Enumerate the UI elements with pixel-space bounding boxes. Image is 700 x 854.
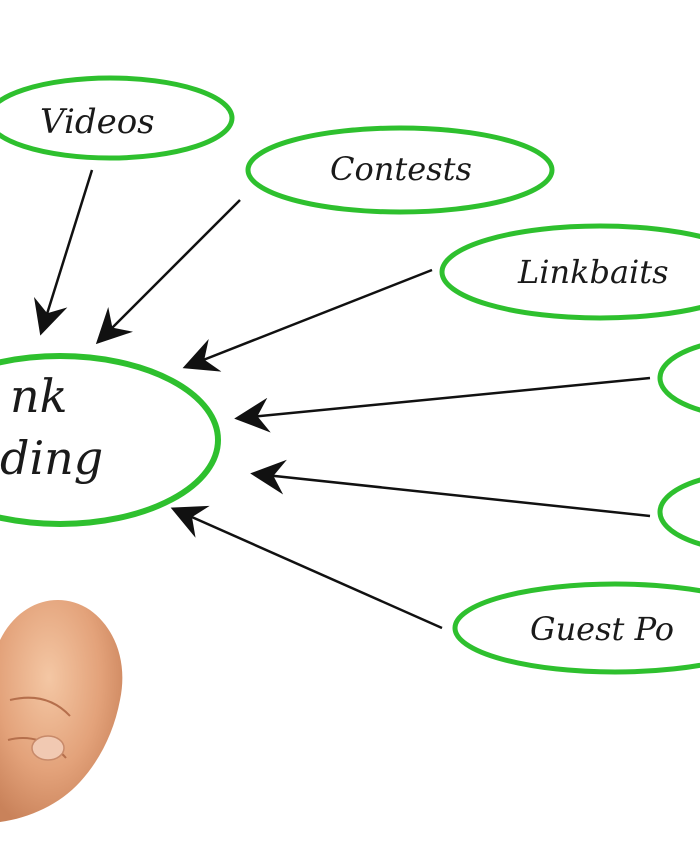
hand-image (0, 600, 123, 822)
finger-crease-1 (9, 696, 71, 717)
fingernail (31, 735, 65, 761)
arrows (33, 169, 651, 630)
guest-posts-label: Guest Po (530, 610, 674, 648)
arrow-partial-lower (250, 459, 651, 518)
arrow-linkbaits (182, 268, 433, 372)
linkbaits-label: Linkbaits (517, 253, 669, 291)
node-partial-lower (657, 477, 700, 547)
arrow-guest-posts (170, 505, 443, 630)
node-guest-posts: Guest Po (452, 581, 700, 675)
videos-label: Videos (40, 102, 155, 142)
node-partial-upper (657, 343, 700, 413)
contests-ellipse (245, 125, 555, 215)
linkbaits-ellipse (439, 223, 700, 321)
arrow-contests (95, 199, 241, 345)
hand-shape (0, 600, 123, 822)
guest-posts-ellipse (452, 581, 700, 675)
arrow-videos (33, 169, 94, 336)
node-videos: Videos (0, 75, 235, 161)
center-node: nk ding (0, 353, 221, 527)
node-linkbaits: Linkbaits (439, 223, 700, 321)
node-contests: Contests (245, 125, 555, 215)
partial-lower-ellipse (657, 477, 700, 547)
contests-label: Contests (330, 150, 472, 188)
center-label-line1: nk (10, 369, 68, 423)
center-ellipse (0, 353, 221, 527)
arrow-partial-upper (234, 376, 651, 433)
center-label-line2: ding (0, 431, 103, 485)
videos-ellipse (0, 75, 235, 161)
partial-upper-ellipse (657, 343, 700, 413)
